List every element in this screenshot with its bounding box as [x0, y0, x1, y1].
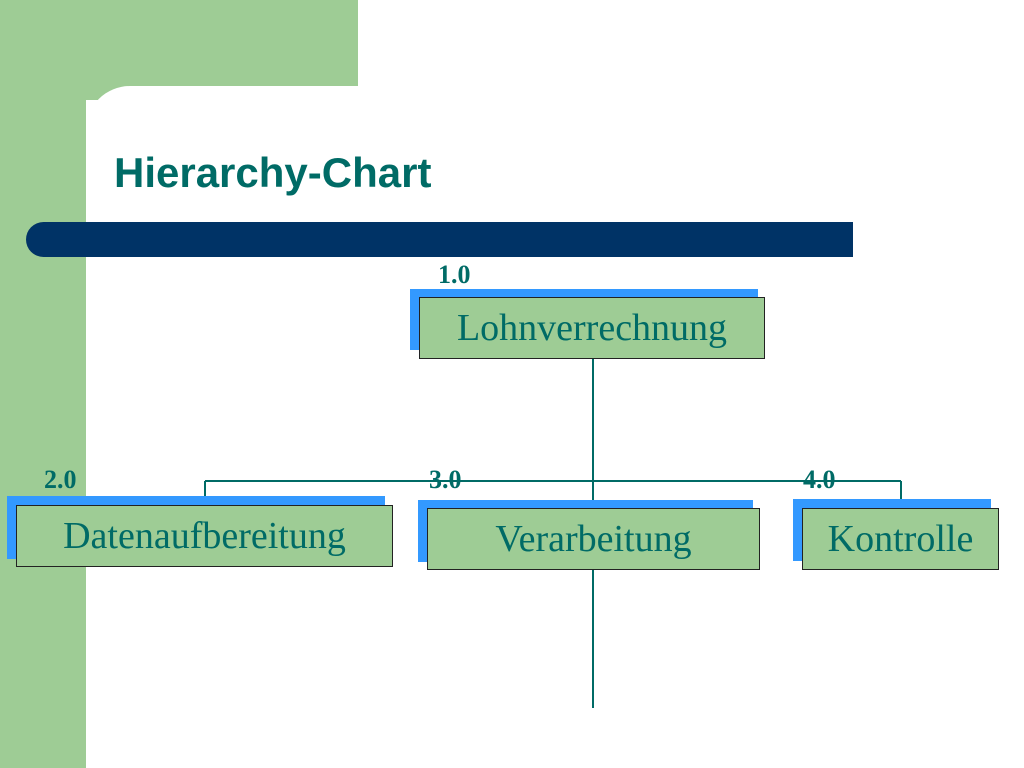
node-1-box: Lohnverrechnung: [419, 297, 765, 359]
node-3-label: Verarbeitung: [495, 518, 692, 560]
node-2-number: 2.0: [44, 465, 77, 494]
slide-title: Hierarchy-Chart: [114, 149, 432, 196]
node-2-box: Datenaufbereitung: [16, 505, 393, 567]
node-1-number: 1.0: [438, 260, 471, 289]
node-4-number: 4.0: [803, 465, 836, 494]
content-panel: [86, 86, 1024, 768]
node-4-box: Kontrolle: [802, 508, 999, 570]
node-2-label: Datenaufbereitung: [63, 515, 346, 557]
node-1-label: Lohnverrechnung: [456, 307, 728, 349]
node-3-box: Verarbeitung: [427, 508, 760, 570]
node-3-number: 3.0: [429, 465, 462, 494]
node-4-label: Kontrolle: [827, 518, 974, 560]
background-band-left: [0, 0, 86, 768]
title-underline-bar: [26, 222, 853, 257]
